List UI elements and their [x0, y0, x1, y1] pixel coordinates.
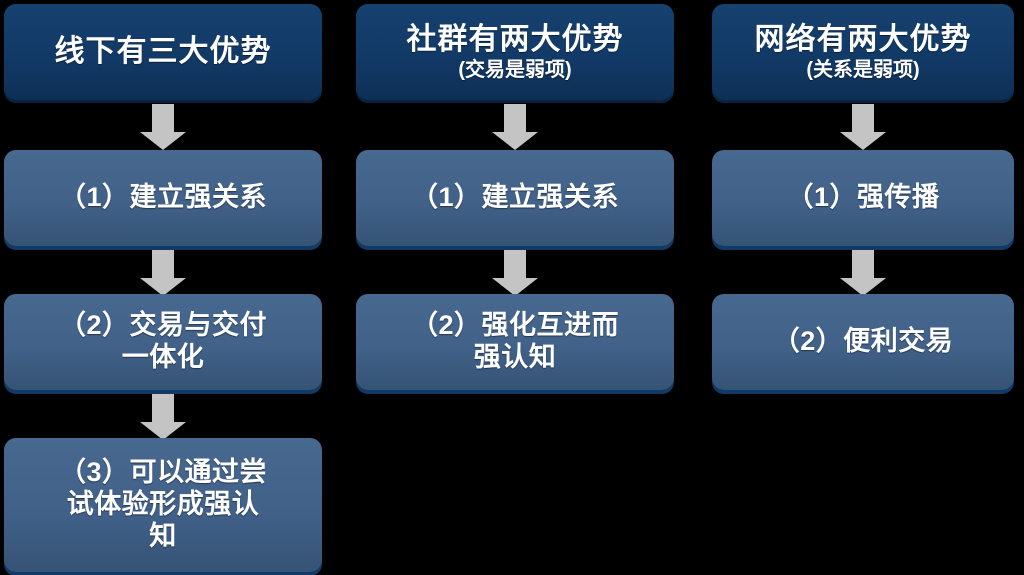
- arrow-down-icon: [840, 104, 886, 150]
- column-community-step-1-label: （1）建立强关系: [410, 182, 620, 213]
- column-network-header-title: 网络有两大优势: [754, 22, 972, 56]
- arrow-down-icon: [840, 250, 886, 296]
- column-community-header-title: 社群有两大优势: [406, 22, 624, 56]
- arrow-down-icon: [492, 250, 538, 296]
- column-network-header-subtitle: (关系是弱项): [806, 58, 920, 81]
- arrow-down-icon: [140, 250, 186, 296]
- column-network-step-2[interactable]: （2）便利交易: [712, 294, 1014, 390]
- column-community-step-2-label: （2）强化互进而强认知: [410, 310, 620, 372]
- column-offline-step-3[interactable]: （3）可以通过尝试体验形成强认知: [4, 438, 322, 572]
- column-offline-header[interactable]: 线下有三大优势: [4, 4, 322, 100]
- column-offline-step-2-label: （2）交易与交付一体化: [58, 310, 268, 372]
- arrow-down-icon: [140, 394, 186, 440]
- column-network-step-2-label: （2）便利交易: [772, 326, 954, 357]
- column-community-header[interactable]: 社群有两大优势 (交易是弱项): [356, 4, 674, 100]
- arrow-down-icon: [492, 104, 538, 150]
- column-network-step-1-label: （1）强传播: [786, 182, 940, 213]
- arrow-down-icon: [140, 104, 186, 150]
- column-offline-step-1-label: （1）建立强关系: [58, 182, 268, 213]
- column-offline-header-title: 线下有三大优势: [54, 35, 272, 69]
- column-network-header[interactable]: 网络有两大优势 (关系是弱项): [712, 4, 1014, 100]
- column-community-step-1[interactable]: （1）建立强关系: [356, 150, 674, 246]
- column-community: 社群有两大优势 (交易是弱项) （1）建立强关系 （2）强化互进而强认知: [356, 0, 674, 575]
- column-offline-step-3-label: （3）可以通过尝试体验形成强认知: [58, 457, 268, 551]
- column-network-step-1[interactable]: （1）强传播: [712, 150, 1014, 246]
- column-offline-step-1[interactable]: （1）建立强关系: [4, 150, 322, 246]
- column-offline-step-2[interactable]: （2）交易与交付一体化: [4, 294, 322, 390]
- column-community-step-2[interactable]: （2）强化互进而强认知: [356, 294, 674, 390]
- column-network: 网络有两大优势 (关系是弱项) （1）强传播 （2）便利交易: [712, 0, 1014, 575]
- column-offline: 线下有三大优势 （1）建立强关系 （2）交易与交付一体化 （3）可以通过尝试体验…: [4, 0, 322, 575]
- column-community-header-subtitle: (交易是弱项): [458, 58, 572, 81]
